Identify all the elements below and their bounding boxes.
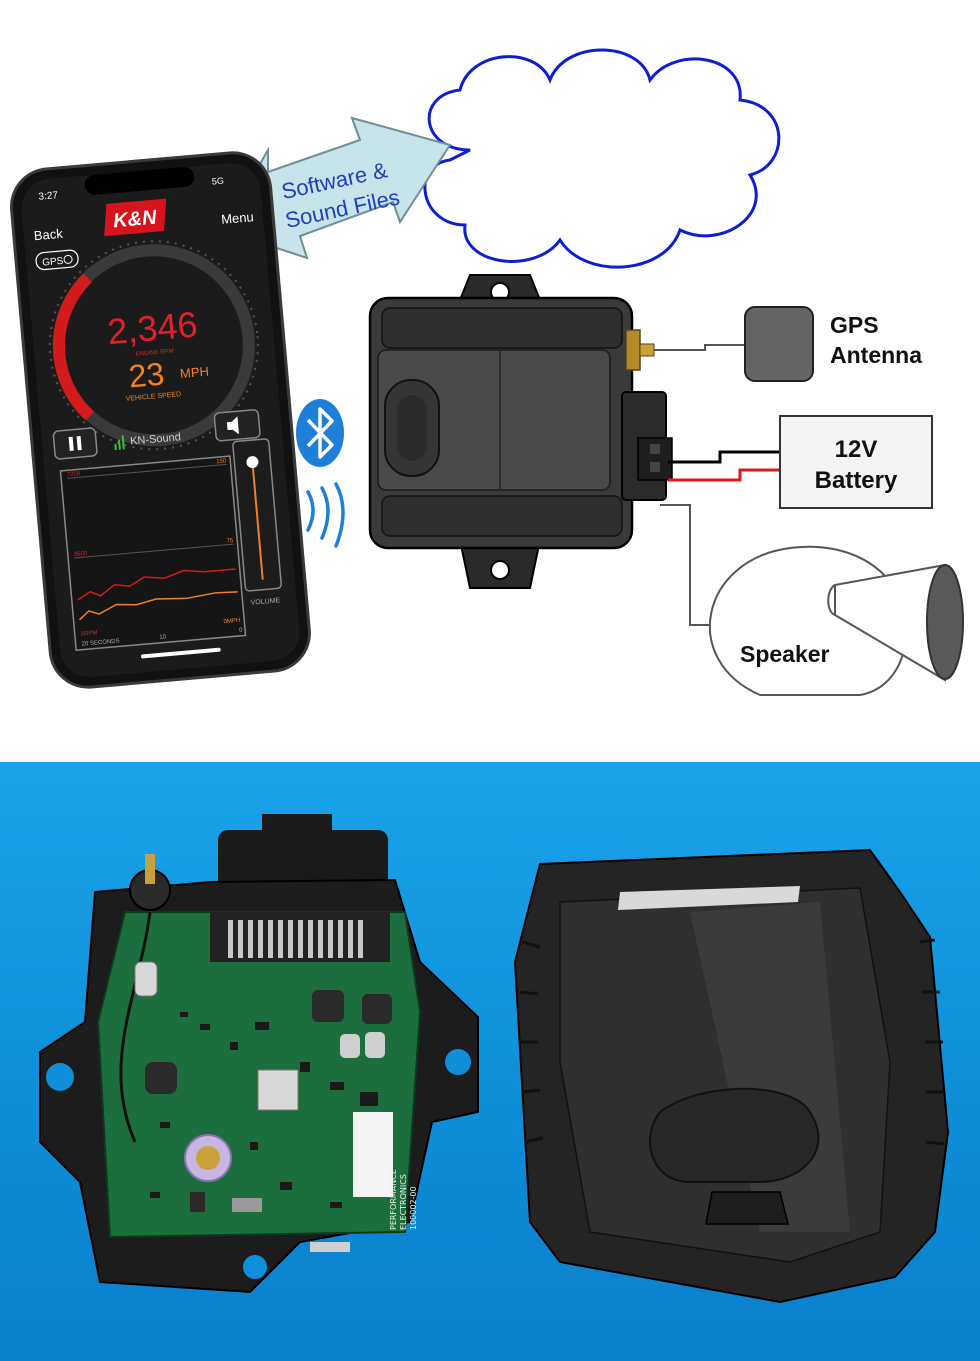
speaker-label: Speaker (740, 641, 830, 667)
rpm-trace (77, 568, 236, 601)
pcb-label-line1: PERFORMANCE (389, 1169, 398, 1230)
volume-icon (226, 416, 239, 435)
brand-label: K&N (112, 207, 158, 233)
graph-y-right-bottom: 0MPH (223, 618, 240, 625)
graph-x-right: 0 (239, 628, 244, 634)
status-signal: 5G (211, 176, 224, 187)
pcb-label-line3: 100002-00 (409, 1186, 418, 1230)
pin-header (210, 912, 390, 962)
smartphone: 3:27 5G Back Menu K&N GPS 2,346 ENGINE R… (9, 151, 311, 689)
status-time: 3:27 (38, 190, 59, 203)
history-graph (59, 455, 247, 652)
graph-y-left-bottom: 0RPM (81, 630, 98, 637)
speed-value: 23 (127, 356, 166, 395)
graph-y-left-mid: 3600 (74, 551, 88, 558)
pause-icon (68, 436, 74, 451)
module-lid (513, 848, 950, 1304)
speed-trace (79, 591, 238, 621)
gps-label-line1: GPS (830, 312, 879, 338)
speed-unit: MPH (179, 364, 209, 381)
volume-slider-thumb[interactable] (246, 456, 259, 469)
kn-logo: K&N (104, 198, 167, 237)
rpm-value: 2,346 (106, 303, 199, 352)
crosshair-icon (63, 254, 73, 264)
pcb-label-line2: ELECTRONICS (399, 1174, 408, 1230)
home-indicator (140, 647, 221, 659)
open-housing: PERFORMANCE ELECTRONICS 100002-00 (39, 814, 479, 1294)
wireless-waves-icon (306, 482, 345, 548)
speed-caption: VEHICLE SPEED (125, 391, 181, 403)
battery-label-line1: 12V (835, 436, 878, 463)
double-arrow-icon: Software & Sound Files (220, 116, 452, 260)
pause-button[interactable] (52, 427, 98, 460)
volume-label: VOLUME (250, 597, 280, 607)
wire-red (668, 468, 780, 482)
graph-y-left-top: 7200 (67, 471, 81, 478)
pcb-label: PERFORMANCE ELECTRONICS 100002-00 (389, 1169, 418, 1230)
cloud-icon (423, 48, 781, 269)
gps-antenna (744, 306, 814, 382)
wire-black (668, 450, 780, 464)
module-photo: PERFORMANCE ELECTRONICS 100002-00 (0, 762, 980, 1361)
graph-x-mid: 10 (159, 634, 167, 641)
rpm-arc (52, 273, 94, 421)
graph-y-right-mid: 75 (226, 538, 234, 545)
speaker-icon (708, 545, 964, 696)
back-button[interactable]: Back (33, 226, 64, 244)
gps-chip[interactable]: GPS (42, 256, 64, 269)
system-diagram: Software & Sound Files 3:27 5G Back Menu… (9, 48, 964, 696)
menu-button[interactable]: Menu (221, 209, 255, 227)
sound-module (368, 274, 673, 589)
gps-label-line2: Antenna (830, 342, 922, 368)
rpm-caption: ENGINE RPM (135, 349, 173, 358)
battery-label-line2: Battery (815, 467, 898, 494)
signal-bars-icon (114, 435, 125, 451)
bluetooth-icon (296, 399, 344, 467)
sound-label: KN-Sound (130, 431, 182, 447)
graph-x-left: 20 SECONDS (81, 638, 119, 647)
graph-y-right-top: 150 (216, 458, 227, 465)
battery (779, 415, 933, 509)
